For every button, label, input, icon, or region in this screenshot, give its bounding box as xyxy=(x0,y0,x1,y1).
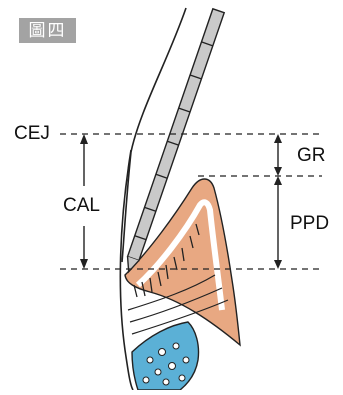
cal-label: CAL xyxy=(63,196,100,216)
gingiva-tissue xyxy=(125,179,240,345)
gr-arrow xyxy=(274,134,282,176)
figure-label: 圖四 xyxy=(19,18,76,43)
cej-label: CEJ xyxy=(14,124,50,144)
ppd-label: PPD xyxy=(290,214,329,234)
gr-label: GR xyxy=(297,146,326,166)
ppd-arrow xyxy=(274,176,282,269)
